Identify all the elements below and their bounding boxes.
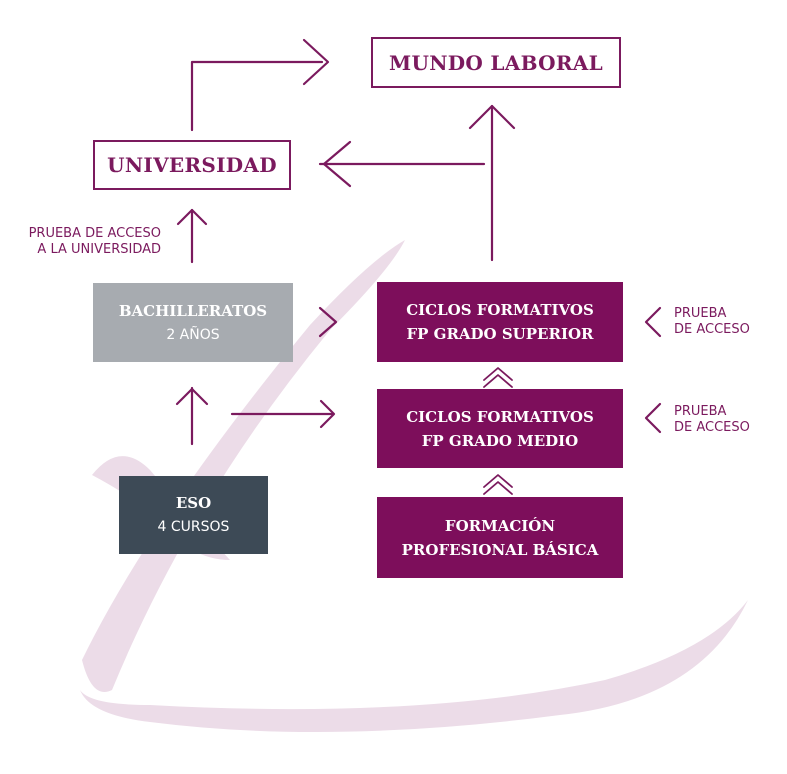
note-line: DE ACCESO	[674, 322, 750, 337]
node-label: UNIVERSIDAD	[107, 153, 277, 177]
node-sublabel: 2 AÑOS	[166, 326, 220, 343]
chevron-right-icon	[302, 38, 330, 86]
note-line: A LA UNIVERSIDAD	[37, 242, 161, 257]
node-bachilleratos: BACHILLERATOS 2 AÑOS	[93, 283, 293, 362]
node-sublabel: 4 CURSOS	[157, 519, 230, 535]
node-label: FP GRADO MEDIO	[421, 431, 579, 450]
note-prueba-medio: PRUEBA DE ACCESO	[674, 404, 750, 436]
note-prueba-universidad: PRUEBA DE ACCESO A LA UNIVERSIDAD	[29, 226, 161, 258]
node-fp-basica: FORMACIÓN PROFESIONAL BÁSICA	[377, 497, 623, 578]
note-line: DE ACCESO	[674, 420, 750, 435]
connector-universidad-mundo	[190, 60, 324, 132]
node-mundo-laboral: MUNDO LABORAL	[371, 37, 621, 88]
node-fp-grado-medio: CICLOS FORMATIVOS FP GRADO MEDIO	[377, 389, 623, 468]
node-label: ESO	[175, 494, 212, 512]
node-label: CICLOS FORMATIVOS	[406, 301, 594, 319]
note-line: PRUEBA	[674, 404, 727, 419]
node-label: CICLOS FORMATIVOS	[406, 407, 594, 426]
node-label: PROFESIONAL BÁSICA	[401, 540, 599, 559]
chevron-left-icon	[322, 140, 352, 188]
double-chevron-up-icon	[483, 474, 513, 495]
note-prueba-superior: PRUEBA DE ACCESO	[674, 306, 750, 338]
node-universidad: UNIVERSIDAD	[93, 140, 291, 190]
chevron-left-icon	[644, 306, 662, 338]
note-line: PRUEBA DE ACCESO	[28, 226, 161, 241]
node-label: BACHILLERATOS	[118, 301, 268, 320]
double-chevron-up-icon	[483, 367, 513, 388]
chevron-right-icon	[319, 399, 336, 429]
chevron-left-icon	[644, 402, 662, 434]
node-label: FORMACIÓN	[444, 516, 556, 535]
note-line: PRUEBA	[674, 306, 727, 321]
chevron-up-icon	[176, 208, 208, 226]
node-label: FP GRADO SUPERIOR	[406, 325, 594, 343]
node-label: MUNDO LABORAL	[389, 50, 603, 75]
node-eso: ESO 4 CURSOS	[119, 476, 268, 554]
chevron-up-icon	[468, 104, 516, 130]
chevron-up-icon	[175, 387, 209, 406]
chevron-right-icon	[318, 306, 338, 338]
node-fp-grado-superior: CICLOS FORMATIVOS FP GRADO SUPERIOR	[377, 282, 623, 362]
